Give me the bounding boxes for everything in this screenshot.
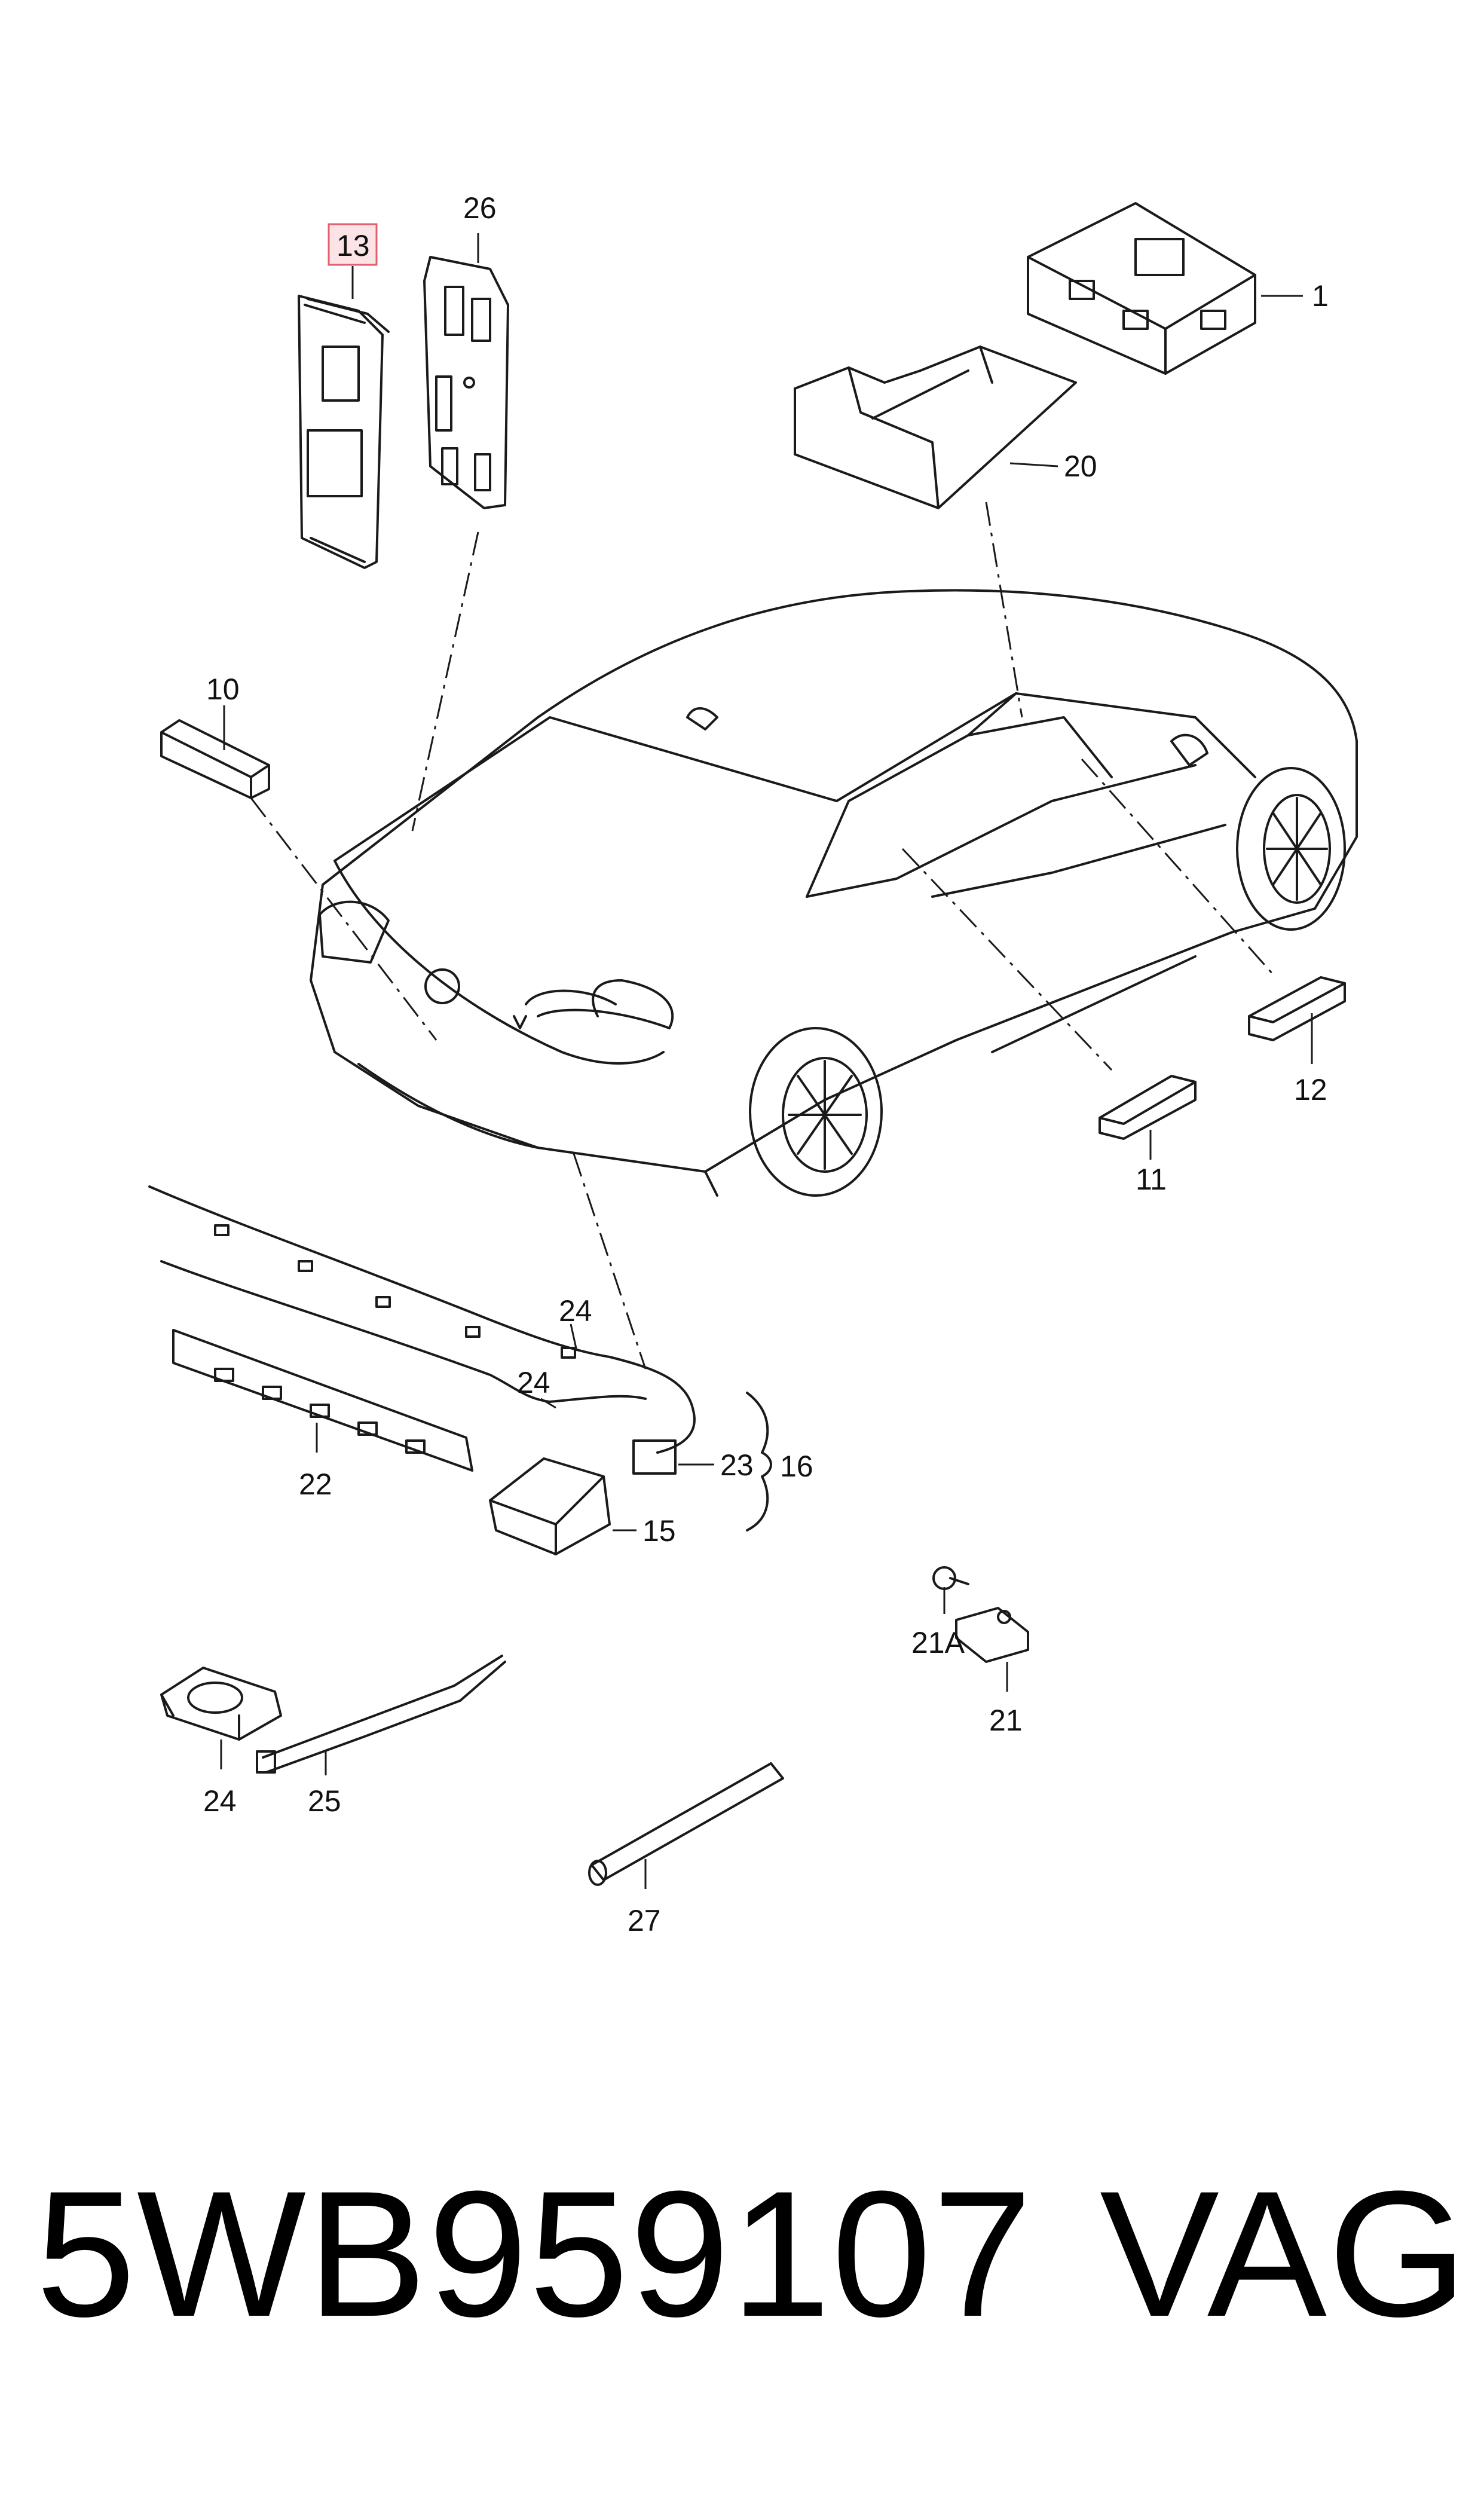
- callout-24-holder: 24: [203, 1784, 237, 1818]
- callout-15: 15: [642, 1514, 676, 1548]
- assembly-lines: [250, 502, 1274, 1369]
- part-26-bracket: [423, 256, 509, 509]
- part-number-caption: 5WB959107: [36, 2153, 1034, 2354]
- part-24-cable: [148, 1185, 696, 1454]
- part-16-brace: [746, 1392, 772, 1531]
- vehicle-outline: [310, 589, 1358, 1197]
- callout-23: 23: [720, 1448, 754, 1482]
- part-24-holder: [160, 1667, 282, 1741]
- part-23-connector: [632, 1439, 677, 1475]
- part-21a-bolt: [932, 1566, 969, 1590]
- part-11-sensor: [1099, 1075, 1197, 1140]
- callout-21a: 21A: [911, 1626, 965, 1659]
- callout-27: 27: [628, 1904, 661, 1937]
- callout-20: 20: [1064, 450, 1097, 483]
- callout-25: 25: [308, 1784, 341, 1818]
- leader-lines: [220, 233, 1313, 1889]
- part-20-tray: [794, 346, 1077, 509]
- part-13-control-module: [298, 295, 390, 569]
- part-15-module: [489, 1457, 611, 1555]
- callout-24-lower: 24: [517, 1366, 550, 1399]
- part-10-sensor: [160, 719, 270, 799]
- callout-12: 12: [1294, 1073, 1327, 1106]
- callout-26: 26: [463, 191, 497, 225]
- callout-1: 1: [1312, 279, 1329, 313]
- part-12-sensor: [1248, 976, 1346, 1041]
- callout-labels: 13 26 1 20 10 12 11 24 24 16 23 15 22 21…: [203, 191, 1329, 1937]
- callout-24-upper: 24: [559, 1294, 592, 1328]
- callout-16: 16: [780, 1450, 813, 1483]
- part-21-clip: [955, 1607, 1029, 1663]
- part-25-cable-tie: [256, 1655, 506, 1774]
- part-27-conduit: [588, 1762, 784, 1886]
- callout-10: 10: [206, 672, 240, 706]
- part-22-rail: [172, 1329, 473, 1472]
- part-1-module-box: [1027, 202, 1256, 375]
- callout-11: 11: [1136, 1163, 1167, 1196]
- brand-caption: VAG: [1100, 2153, 1469, 2354]
- callout-22: 22: [299, 1468, 332, 1501]
- callout-13-highlight-box: [328, 223, 378, 266]
- callout-13: 13: [336, 229, 370, 262]
- callout-21: 21: [989, 1704, 1023, 1737]
